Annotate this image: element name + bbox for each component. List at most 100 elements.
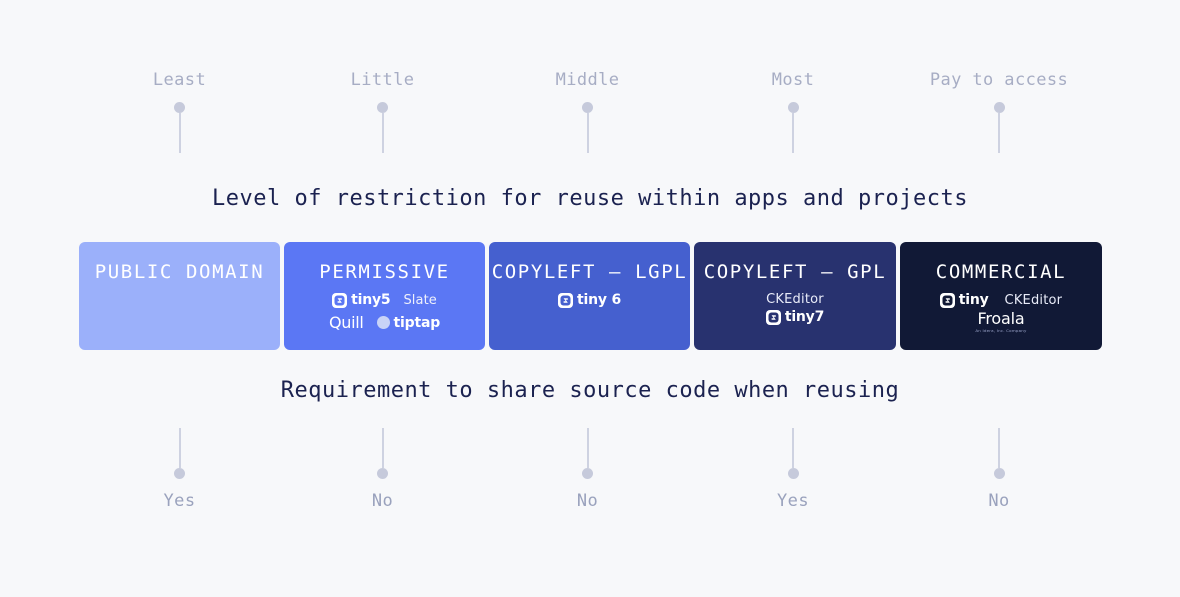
logo-row: tiny5 Slate [332, 292, 437, 308]
logo-tiny: tiny [939, 292, 989, 308]
top-scale-label: Middle [555, 70, 620, 90]
pin-line-icon [381, 113, 384, 153]
pin-marker-down-icon [174, 102, 185, 153]
logo-row: Froala An Idera, Inc. Company [975, 311, 1026, 333]
logo-sublabel: An Idera, Inc. Company [975, 328, 1027, 333]
top-scale-row: Least Little Middle Most [79, 70, 1102, 153]
bottom-scale-label: Yes [163, 491, 196, 511]
bottom-scale-row: Yes No No Yes [79, 428, 1102, 511]
pin-dot-icon [582, 102, 593, 113]
band-logos: tiny 6 [558, 292, 621, 308]
logo-ckeditor: CKEditor [1005, 293, 1063, 308]
pin-line-icon [586, 428, 589, 468]
top-section-title: Level of restriction for reuse within ap… [212, 186, 968, 211]
logo-row: Quill tiptap [329, 313, 440, 332]
pin-line-icon [178, 113, 181, 153]
logo-ckeditor: CKEditor [766, 292, 824, 307]
band-label: COPYLEFT — LGPL [491, 261, 688, 283]
bottom-scale-label: No [988, 491, 1010, 511]
logo-label: tiny [958, 292, 989, 308]
pin-line-icon [381, 428, 384, 468]
top-scale-item-3: Most [690, 70, 896, 153]
logo-tiny7: tiny7 [765, 309, 825, 325]
bottom-section-title: Requirement to share source code when re… [280, 378, 900, 403]
pin-marker-up-icon [582, 428, 593, 479]
logo-tiptap: tiptap [376, 314, 441, 331]
pin-dot-icon [582, 468, 593, 479]
logo-label: CKEditor [766, 292, 824, 307]
pin-dot-icon [174, 102, 185, 113]
top-scale-label: Most [771, 70, 815, 90]
pin-dot-icon [174, 468, 185, 479]
bottom-scale-item-4: No [896, 428, 1102, 511]
tiny-logo-icon [939, 292, 955, 308]
logo-froala: Froala An Idera, Inc. Company [975, 311, 1026, 333]
logo-slate: Slate [403, 293, 436, 308]
top-scale-item-2: Middle [485, 70, 690, 153]
logo-label: tiptap [393, 314, 441, 331]
bottom-scale-label: Yes [777, 491, 809, 511]
tiny-logo-icon [765, 309, 781, 325]
band-public-domain[interactable]: PUBLIC DOMAIN [79, 242, 280, 350]
pin-line-icon [178, 428, 181, 468]
band-logos: CKEditor tiny7 [765, 292, 825, 325]
pin-marker-down-icon [377, 102, 388, 153]
logo-label: tiny5 [351, 292, 391, 308]
pin-line-icon [792, 428, 794, 468]
logo-label: CKEditor [1004, 292, 1063, 308]
pin-dot-icon [377, 468, 388, 479]
pin-marker-up-icon [787, 428, 799, 479]
logo-row: CKEditor [766, 292, 824, 307]
band-label: PUBLIC DOMAIN [94, 261, 265, 283]
bottom-scale-item-3: Yes [690, 428, 896, 511]
bottom-scale-item-2: No [485, 428, 690, 511]
logo-row: tiny7 [765, 309, 825, 325]
logo-label: Slate [403, 292, 437, 308]
pin-line-icon [792, 113, 794, 153]
pin-dot-icon [377, 102, 388, 113]
top-scale-item-4: Pay to access [896, 70, 1102, 153]
pin-marker-up-icon [377, 428, 388, 479]
logo-quill: Quill [329, 313, 364, 332]
pin-line-icon [998, 113, 1000, 153]
band-logos: tiny CKEditor Froala An Idera, Inc. Comp… [939, 292, 1063, 333]
logo-label: Quill [328, 313, 364, 332]
band-label: COMMERCIAL [935, 261, 1067, 283]
tiptap-logo-icon [376, 316, 390, 329]
pin-marker-down-icon [582, 102, 593, 153]
logo-row: tiny 6 [558, 292, 621, 308]
logo-tiny6: tiny 6 [558, 292, 621, 308]
logo-label: tiny7 [784, 309, 825, 325]
top-scale-item-1: Little [280, 70, 485, 153]
pin-line-icon [586, 113, 589, 153]
bottom-scale-label: No [576, 491, 599, 511]
bottom-scale-item-0: Yes [79, 428, 280, 511]
band-copyleft-gpl[interactable]: COPYLEFT — GPL CKEditor tiny7 [694, 242, 896, 350]
pin-dot-icon [787, 468, 799, 479]
logo-tiny5: tiny5 [332, 292, 391, 308]
tiny-logo-icon [558, 292, 573, 308]
band-label: COPYLEFT — GPL [703, 261, 887, 283]
top-scale-label: Least [152, 70, 207, 90]
band-copyleft-lgpl[interactable]: COPYLEFT — LGPL tiny 6 [489, 242, 690, 350]
pin-dot-icon [993, 468, 1005, 479]
pin-line-icon [998, 428, 1000, 468]
logo-row: tiny CKEditor [939, 292, 1063, 308]
bottom-scale-label: No [371, 491, 394, 511]
top-scale-label: Pay to access [929, 70, 1069, 90]
band-commercial[interactable]: COMMERCIAL tiny CKEditor Froala [900, 242, 1102, 350]
top-scale-item-0: Least [79, 70, 280, 153]
logo-label: Froala [977, 309, 1025, 328]
pin-dot-icon [787, 102, 799, 113]
band-permissive[interactable]: PERMISSIVE tiny5 Slate Quill [284, 242, 485, 350]
pin-marker-up-icon [993, 428, 1005, 479]
pin-marker-up-icon [174, 428, 185, 479]
pin-marker-down-icon [993, 102, 1005, 153]
tiny-logo-icon [332, 292, 348, 308]
band-label: PERMISSIVE [319, 261, 450, 283]
logo-label: tiny 6 [577, 292, 621, 308]
bottom-scale-item-1: No [280, 428, 485, 511]
top-scale-label: Little [350, 70, 415, 90]
band-logos: tiny5 Slate Quill tiptap [329, 292, 440, 332]
